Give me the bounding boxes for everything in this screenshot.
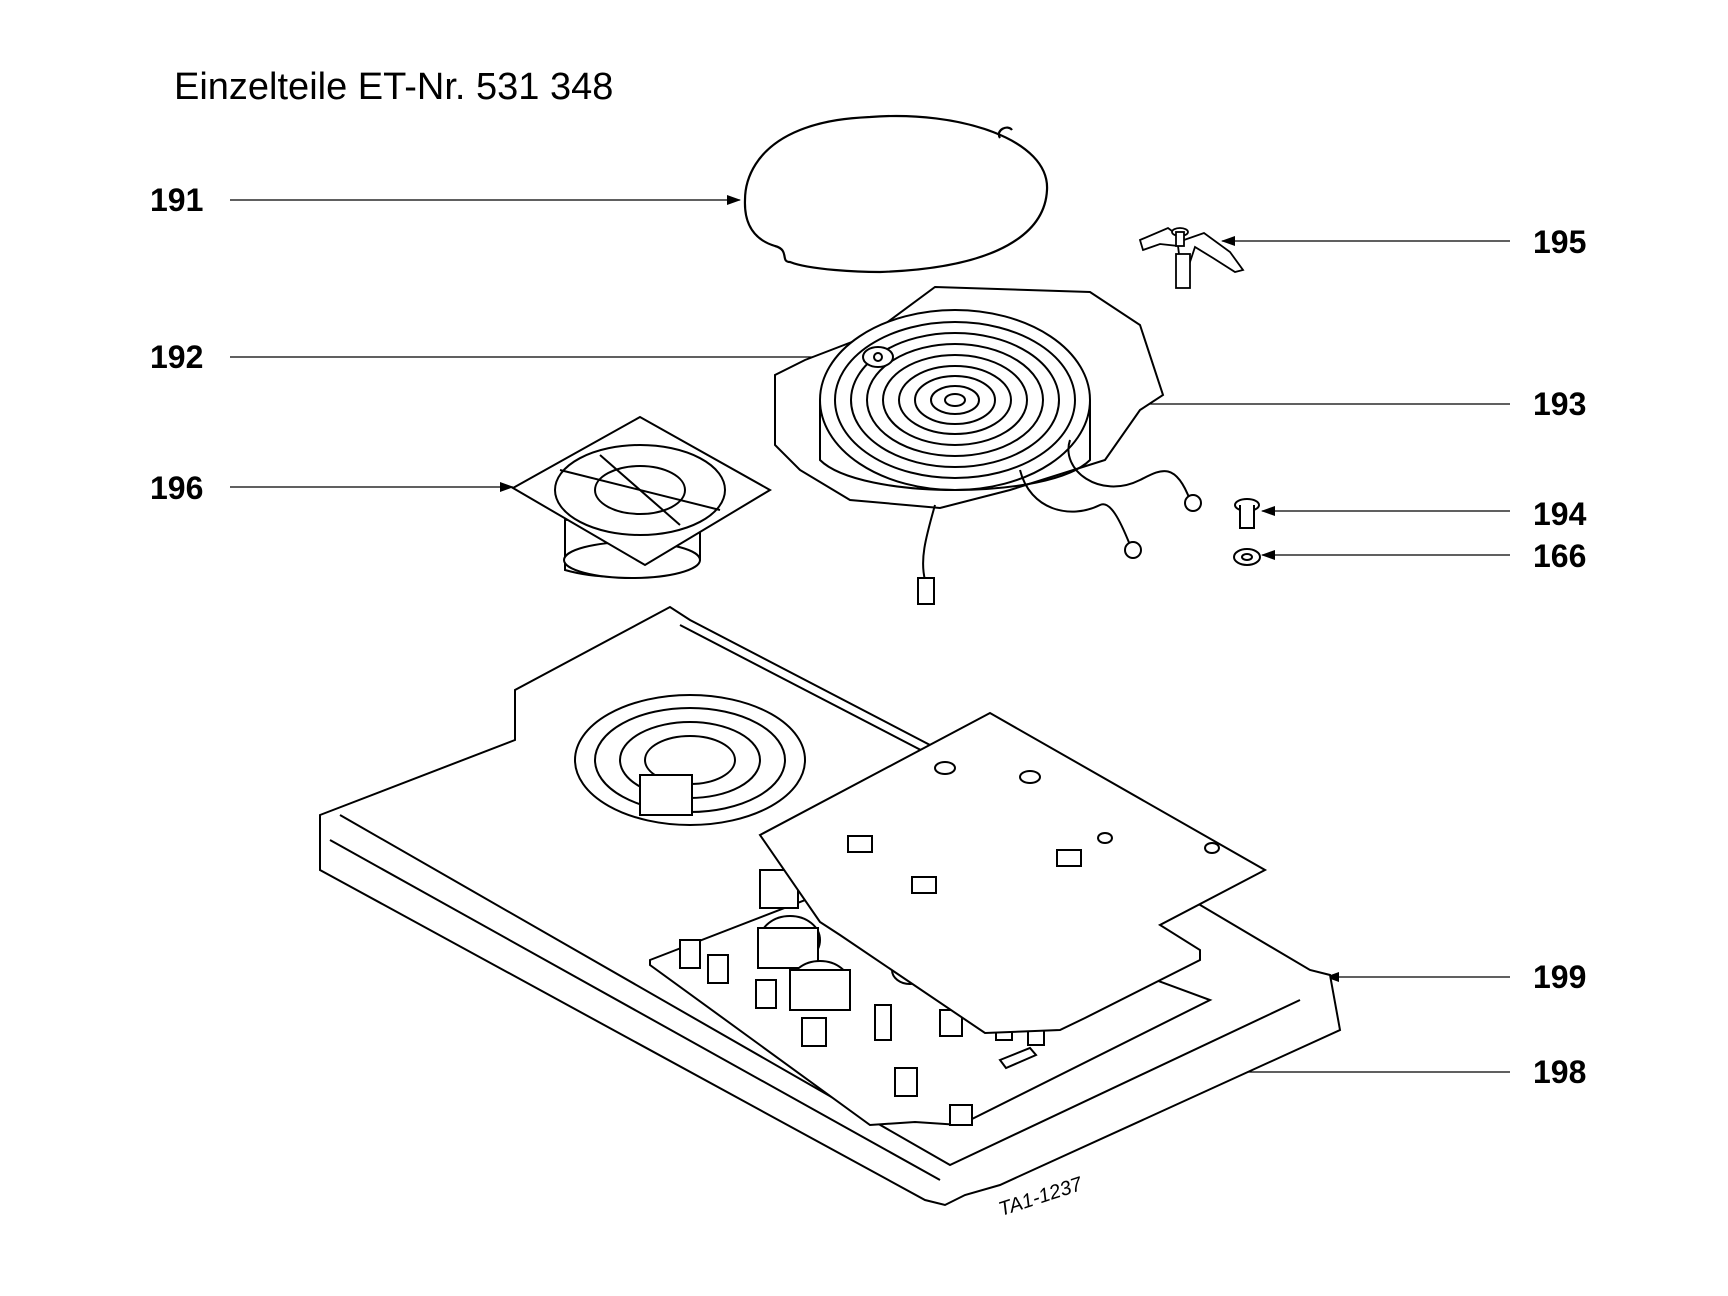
callout-166: 166: [1533, 538, 1587, 574]
diagram-title: Einzelteile ET-Nr. 531 348: [174, 66, 614, 108]
mounting-screw-part: [1234, 498, 1260, 529]
callout-191: 191: [150, 182, 204, 218]
callout-194: 194: [1533, 496, 1587, 532]
callout-198: 198: [1533, 1054, 1587, 1090]
callout-196: 196: [150, 470, 204, 506]
callout-193: 193: [1533, 386, 1587, 422]
cover-plate: [758, 711, 1268, 1035]
callout-192: 192: [150, 339, 204, 375]
bracket-part: [1138, 226, 1245, 289]
induction-coil-part: [774, 285, 1202, 605]
callout-199: 199: [1533, 959, 1587, 995]
temperature-sensor-part: [862, 346, 894, 368]
callout-195: 195: [1533, 224, 1587, 260]
seal-ring-part: [743, 114, 1049, 274]
cooling-fan-part: [510, 415, 772, 579]
washer-part: [1233, 548, 1261, 566]
